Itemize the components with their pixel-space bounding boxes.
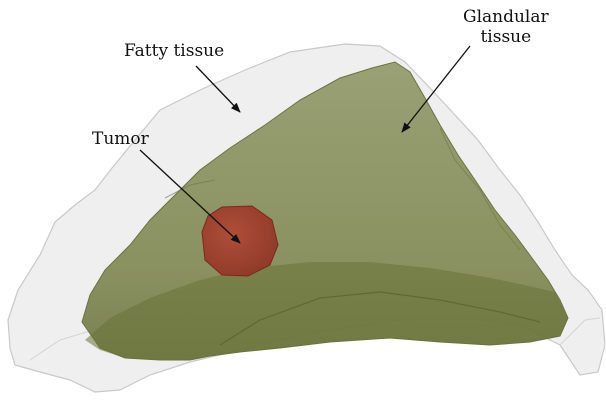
label-glandular-line2: tissue bbox=[463, 27, 549, 47]
label-fatty-tissue: Fatty tissue bbox=[124, 41, 224, 61]
label-tumor: Tumor bbox=[92, 129, 149, 149]
tumor-sphere bbox=[202, 206, 278, 276]
label-glandular-line1: Glandular bbox=[463, 7, 549, 27]
label-glandular-tissue: Glandular tissue bbox=[463, 7, 549, 47]
